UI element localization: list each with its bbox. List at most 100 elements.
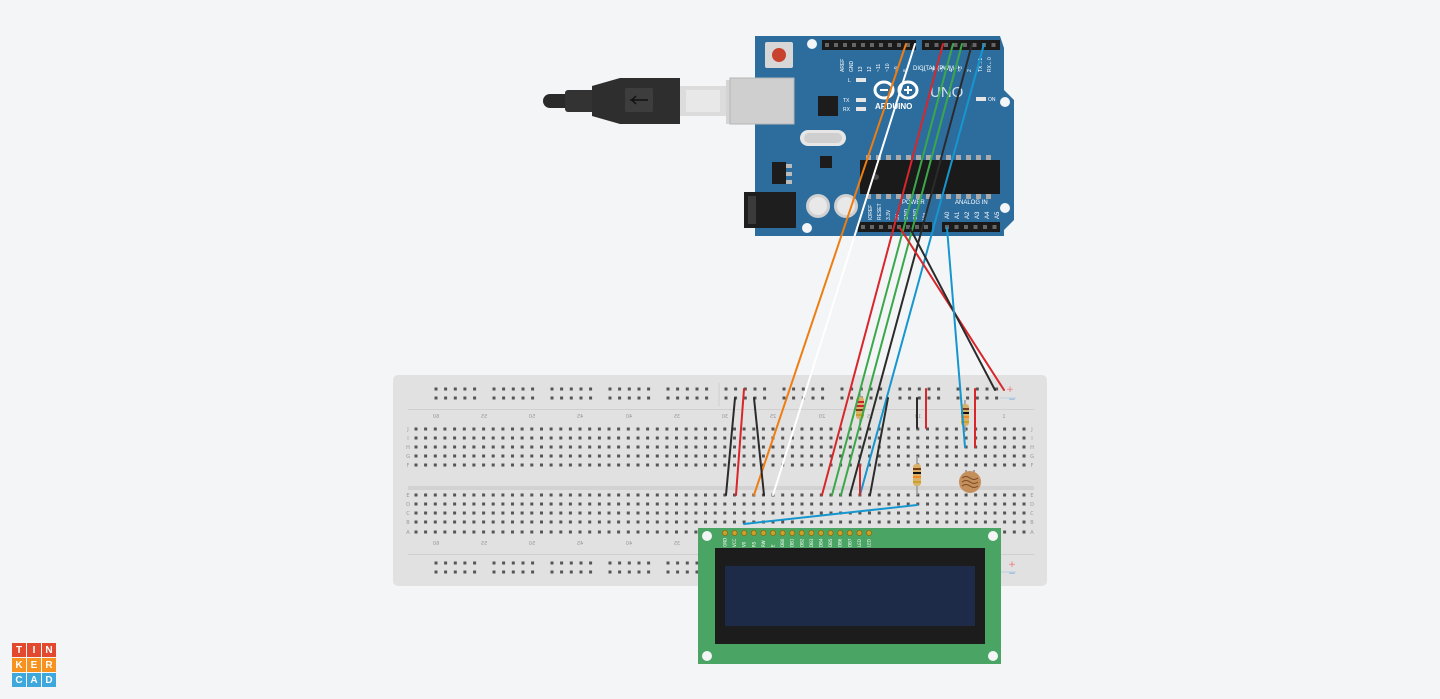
lcd-pin[interactable] [789,530,796,537]
lcd-pin-label: LED [857,539,862,547]
power-label: POWER [902,200,925,206]
breadboard-row-letter-right: G [1030,454,1034,460]
tinkercad-logo[interactable]: T I N K E R C A D [12,643,56,687]
resistor-3[interactable] [913,456,921,495]
logo-letter-a: A [27,673,41,687]
breadboard-column-number: 30 [722,414,728,420]
breadboard-column-number: 20 [819,414,825,420]
logo-letter-n: N [42,643,56,657]
breadboard-column-number: 40 [626,414,632,420]
on-label: ON [988,97,996,103]
lcd-pin[interactable] [798,530,805,537]
led-label-rx: RX [843,107,851,113]
breadboard-column-number: 40 [626,541,632,547]
lcd-pin-label: VCC [732,538,737,547]
led-label-l: L [848,78,851,84]
lcd-pin[interactable] [741,530,748,537]
lcd-pin[interactable] [770,530,777,537]
breadboard-column-number: 35 [674,541,680,547]
lcd-pin[interactable] [722,530,729,537]
jumper-blue-lcd [743,504,918,525]
lcd-pin-label: DB1 [790,538,795,547]
rail-plus-top: + [1006,385,1014,395]
jumper-black-2 [753,397,765,496]
logo-letter-r: R [42,658,56,672]
lcd-pin-label: DB7 [847,538,852,547]
lcd-screen [725,566,975,626]
jumper-black-1 [725,397,736,496]
arduino-pin-label: GND [849,61,855,73]
wire-orange [753,43,907,496]
lcd-pin-label: E [771,544,776,547]
wire-blue-a0 [946,227,966,448]
breadboard-column-number: 35 [674,414,680,420]
lcd-pin[interactable] [856,530,863,537]
breadboard-row-letter-left: H [406,445,410,451]
breadboard-column-number: 50 [529,541,535,547]
arduino-pin-label: ~11 [876,64,882,72]
lcd-pin[interactable] [837,530,844,537]
logo-letter-c: C [12,673,26,687]
breadboard-holes[interactable] [414,387,1026,574]
breadboard-row-letter-right: H [1030,445,1034,451]
lcd-pin[interactable] [827,530,834,537]
rail-plus-bottom: + [1008,560,1016,570]
rail-minus-top: − [1008,395,1016,405]
reset-button[interactable] [772,48,786,62]
breadboard-row-letter-right: J [1030,427,1032,433]
arduino-uno-board[interactable]: ARDUINO UNO DIGITAL (PWM~) POWER ANALOG … [729,36,1014,236]
lcd-pin[interactable] [760,530,767,537]
breadboard-column-number: 60 [433,414,439,420]
lcd-pin[interactable] [866,530,873,537]
breadboard-row-letter-right: F [1031,463,1034,469]
lcd-pin[interactable] [818,530,825,537]
lcd-pin-label: DB5 [828,538,833,547]
breadboard-column-number: 45 [577,541,583,547]
lcd-pin[interactable] [808,530,815,537]
wire-red-pin [821,43,944,496]
arduino-power-pin-label: RESET [877,203,883,220]
lcd-pin[interactable] [731,530,738,537]
breadboard-column-number: 15 [867,414,873,420]
lcd-pin-label: DB6 [838,538,843,547]
lcd-pin[interactable] [779,530,786,537]
arduino-analog-pin-label: A5 [995,211,1001,219]
lcd-pin-label: DB2 [799,538,804,547]
breadboard-column-number: 55 [481,414,487,420]
lcd-pin-label: GND [723,538,728,547]
breadboard-row-letter-left: J [406,427,408,433]
lcd-pin[interactable] [846,530,853,537]
breadboard-row-letter-left: G [406,454,410,460]
breadboard-column-number: 55 [481,541,487,547]
breadboard-row-letter-left: F [407,463,410,469]
led-label-tx: TX [843,98,850,104]
arduino-pin-label: ~10 [885,63,891,72]
arduino-analog-pin-label: A1 [955,211,961,219]
wires[interactable] [725,43,1005,525]
breadboard-row-letter-left: I [407,436,408,442]
logo-letter-t: T [12,643,26,657]
lcd-pin[interactable] [750,530,757,537]
breadboard-row-letter-right: A [1030,530,1034,536]
logo-letter-k: K [12,658,26,672]
jumper-red-1 [735,388,745,496]
resistor-1[interactable] [856,393,864,425]
breadboard-row-letter-left: B [406,520,410,526]
arduino-pin-label: 2 [967,69,973,72]
wire-black-pin [849,43,973,496]
breadboard-row-letter-right: E [1030,493,1033,499]
lcd-pin-label: DB3 [809,538,814,547]
arduino-pin-label: 12 [867,66,873,72]
breadboard-row-letter-right: D [1030,502,1034,508]
logo-letter-e: E [27,658,41,672]
wire-green-1 [831,43,954,496]
breadboard-row-letter-left: E [406,493,409,499]
arduino-pin-label: ~5 [940,66,946,72]
breadboard-row-letter-left: D [406,502,410,508]
rail-minus-bottom: − [1008,569,1016,579]
photoresistor[interactable] [959,470,981,493]
breadboard-column-number: 45 [577,414,583,420]
